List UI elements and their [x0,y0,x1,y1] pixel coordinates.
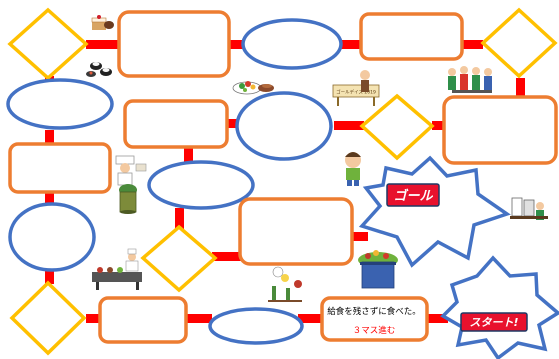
connector [426,314,448,323]
start-label: スタート! [460,312,528,332]
connector [186,314,212,323]
bbq-grill-icon [92,248,142,290]
rect-square[interactable] [442,95,558,165]
plant-pot-icon [119,184,137,214]
signboard-text: ゴールデイズ 2019 [336,89,376,96]
salad-plate-icon [232,81,262,95]
connector [86,314,102,323]
rect-square[interactable] [8,142,112,194]
oval-square[interactable] [6,78,114,130]
rect-square[interactable] [359,12,464,61]
task-advance-text: ３マス進む [353,326,396,336]
start-star[interactable] [440,255,559,359]
boy-icon [345,152,361,186]
oval-square[interactable] [8,202,96,272]
connector [184,148,193,162]
connector [338,40,362,49]
diamond-square[interactable] [359,93,435,161]
rect-square[interactable] [123,99,229,149]
connector [334,121,364,130]
rect-square[interactable] [98,296,188,344]
connectors [45,40,525,323]
goal-label: ゴール [386,183,440,207]
connector [298,314,322,323]
connector [228,40,244,49]
goal-label-box [386,183,440,207]
start-label-box [460,312,528,332]
connector [45,270,54,284]
sushi-icon [86,62,112,77]
compost-bin-icon [358,250,398,289]
volunteers-group-icon [448,66,492,93]
connector [86,40,120,49]
connector [461,40,483,49]
diamond-square[interactable] [140,224,218,293]
rect-square[interactable] [117,10,231,78]
connector [175,208,184,230]
oval-square[interactable] [147,160,255,210]
start-label-text: スタート! [469,316,518,329]
goal-label-text: ゴール [393,188,433,204]
diamond-square[interactable] [9,280,87,356]
connector [45,193,54,207]
flowers-icon [268,266,302,302]
oval-square[interactable] [235,91,333,161]
diamond-square[interactable] [480,7,558,79]
chef-icon [115,155,147,186]
connector [432,121,446,130]
connector [212,252,242,261]
book-stack-icon [510,197,548,220]
cake-icon [91,15,114,30]
connector [226,119,240,128]
goal-star[interactable] [358,155,511,268]
rect-square[interactable] [238,197,354,266]
oval-square[interactable] [208,307,304,345]
connector [352,232,368,241]
yakiniku-icon [258,84,274,92]
task-text: 給食を残さずに食べた。 [327,306,421,317]
oval-square[interactable] [241,18,343,70]
connector [516,78,525,98]
signboard-icon: ゴールデイズ 2019 [332,70,380,106]
diamond-square[interactable] [7,7,89,81]
task-square[interactable] [320,296,429,342]
connector [45,130,54,144]
